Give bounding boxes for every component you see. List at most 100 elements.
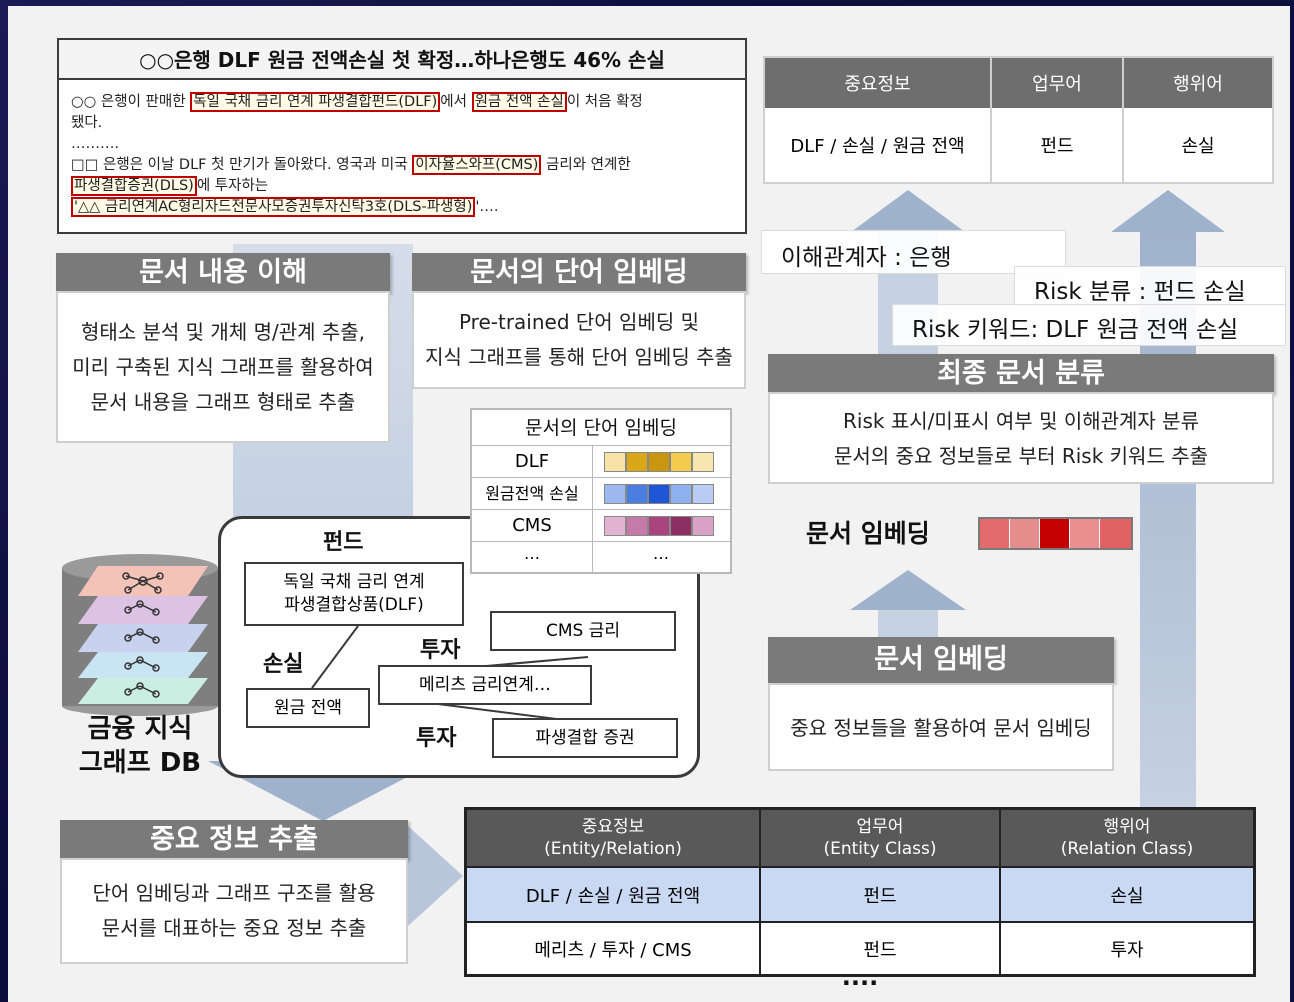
table-cell: 펀드 (863, 885, 897, 907)
table-vline (990, 58, 992, 182)
step-document-embedding-body: 중요 정보들을 활용하여 문서 임베딩 (768, 683, 1114, 771)
embedding-word: DLF (514, 451, 550, 472)
desc-line: 형태소 분석 및 개체 명/관계 추출, (80, 320, 366, 344)
risk-keyword-label-box (892, 304, 1286, 346)
embedding-word: 원금전액 손실 (485, 484, 579, 503)
embedding-cell (648, 484, 670, 504)
graph-node-dlf: 독일 국채 금리 연계 파생결합상품(DLF) (244, 562, 464, 626)
graph-label-fund: 펀드 (323, 530, 364, 555)
news-highlight-fund-name: '△△ 금리연계AC형리자드전문사모증권투자신탁3호(DLS-파생형) (71, 197, 476, 217)
key-info-table-row-highlight (467, 866, 1253, 922)
step-final-classification-title: 최종 문서 분류 (768, 354, 1274, 394)
embedding-vector-dlf (604, 452, 716, 472)
embedding-cell (1010, 519, 1040, 548)
step-final-classification-body: Risk 표시/미표시 여부 및 이해관계자 분류 문서의 중요 정보들로 부터… (768, 392, 1274, 484)
news-text: □□ 은행은 이날 DLF 첫 만기가 돌아왔다. 영국과 미국 (71, 157, 413, 173)
table-cell: 손실 (1181, 136, 1215, 157)
embedding-cell (1070, 519, 1100, 548)
table-continuation-dots: ···· (841, 969, 879, 997)
embedding-cell (604, 484, 626, 504)
embedding-cell (692, 484, 714, 504)
embedding-cell (604, 452, 626, 472)
news-text: ○○ 은행이 판매한 (71, 94, 191, 110)
top-column-header-action-term: 행위어 (1173, 74, 1223, 95)
db-label-line: 금융 지식 (87, 714, 193, 744)
step-document-understanding-body: 형태소 분석 및 개체 명/관계 추출, 미리 구축된 지식 그래프를 활용하여… (56, 291, 390, 443)
header-line: 업무어 (856, 817, 904, 837)
stakeholder-label: 이해관계자 : 은행 (781, 245, 952, 271)
knowledge-graph-db-icon (62, 554, 218, 716)
table-vline (1122, 58, 1124, 182)
embedding-cell (980, 519, 1010, 548)
flow-arrow-right-up-head-2 (1111, 190, 1225, 232)
news-text: 에 투자하는 (196, 178, 269, 194)
embedding-row-2: 원금전액 손실 (472, 478, 730, 510)
risk-keyword-label: Risk 키워드: DLF 원금 전액 손실 (912, 317, 1239, 343)
table-cell: 손실 (1110, 885, 1144, 907)
flow-arrow-doc-embed-up-head (850, 570, 966, 610)
column-header-key-info: 중요정보 (Entity/Relation) (467, 810, 759, 866)
embedding-cell (626, 484, 648, 504)
embedding-cell (692, 452, 714, 472)
news-article-box: ○○은행 DLF 원금 전액손실 첫 확정…하나은행도 46% 손실 ○○ 은행… (57, 38, 747, 234)
table-cell: DLF / 손실 / 원금 전액 (790, 136, 965, 157)
graph-node-line: 파생결합상품(DLF) (284, 595, 424, 615)
step-word-embedding-body: Pre-trained 단어 임베딩 및 지식 그래프를 통해 단어 임베딩 추… (412, 291, 746, 389)
embedding-row-1: DLF (472, 446, 730, 478)
header-line: 행위어 (1103, 817, 1151, 837)
embedding-row-3: CMS (472, 510, 730, 542)
document-embedding-label: 문서 임베딩 (806, 519, 930, 548)
news-text: ………. (71, 136, 120, 152)
key-info-table-header (467, 810, 1253, 866)
header-line: (Entity/Relation) (544, 839, 682, 859)
step-word-embedding-title: 문서의 단어 임베딩 (412, 253, 746, 293)
news-highlight-dls: 파생결합증권(DLS) (71, 176, 197, 196)
embedding-cell (692, 516, 714, 536)
graph-node-line: 독일 국채 금리 연계 (283, 572, 425, 592)
table-cell: DLF / 손실 / 원금 전액 (525, 885, 701, 907)
knowledge-db-label: 금융 지식 그래프 DB (60, 712, 220, 780)
news-text: '…. (475, 199, 499, 215)
news-text: 됐다. (71, 115, 103, 131)
desc-line: Pre-trained 단어 임베딩 및 (458, 310, 700, 334)
flow-arrow-doc-embed-up-shaft (878, 606, 938, 642)
step-key-info-extraction-body: 단어 임베딩과 그래프 구조를 활용 문서를 대표하는 중요 정보 추출 (60, 858, 408, 964)
column-header-action-term: 행위어 (Relation Class) (1001, 810, 1253, 866)
table-cell: 메리츠 / 투자 / CMS (534, 939, 692, 961)
embedding-more: … (653, 544, 669, 563)
news-text: 에서 (440, 94, 472, 110)
step-key-info-extraction-title: 중요 정보 추출 (60, 820, 408, 860)
desc-line: 단어 임베딩과 그래프 구조를 활용 (92, 881, 376, 905)
embedding-word: … (524, 544, 540, 563)
desc-line: 중요 정보들을 활용하여 문서 임베딩 (790, 716, 1092, 740)
embedding-cell (670, 484, 692, 504)
table-cell: 펀드 (1040, 136, 1074, 157)
header-line: (Relation Class) (1060, 839, 1194, 859)
embedding-cell (626, 516, 648, 536)
embedding-cell (670, 516, 692, 536)
desc-line: 지식 그래프를 통해 단어 임베딩 추출 (425, 345, 733, 369)
table-cell: 투자 (1110, 939, 1144, 961)
news-highlight-principal-loss: 원금 전액 손실 (471, 92, 567, 112)
news-text: 금리와 연계한 (541, 157, 631, 173)
news-highlight-dlf: 독일 국채 금리 연계 파생결합펀드(DLF) (190, 92, 441, 112)
word-embedding-table: 문서의 단어 임베딩 DLF 원금전액 손실 CMS (470, 408, 732, 574)
news-body: ○○ 은행이 판매한 독일 국채 금리 연계 파생결합펀드(DLF)에서 원금 … (71, 92, 741, 218)
table-vline (999, 810, 1001, 974)
column-header-business-term: 업무어 (Entity Class) (761, 810, 999, 866)
graph-node-cms: CMS 금리 (490, 611, 676, 651)
header-line: (Entity Class) (823, 839, 937, 859)
news-highlight-cms: 이자율스와프(CMS) (412, 155, 542, 175)
desc-line: 문서 내용을 그래프 형태로 추출 (90, 390, 356, 414)
embedding-row-4: … … (472, 542, 730, 572)
table-hline (467, 866, 1253, 868)
graph-label-invest-2: 투자 (416, 726, 457, 751)
step-document-understanding-title: 문서 내용 이해 (56, 253, 390, 293)
top-column-header-key-info: 중요정보 (844, 74, 911, 95)
key-info-table: 중요정보 (Entity/Relation) 업무어 (Entity Class… (464, 807, 1256, 977)
embedding-cell (648, 516, 670, 536)
embedding-cell (1100, 519, 1131, 548)
news-title: ○○은행 DLF 원금 전액손실 첫 확정…하나은행도 46% 손실 (59, 40, 745, 80)
embedding-table-title: 문서의 단어 임베딩 (472, 410, 730, 446)
flow-arrow-right-up-head-1 (851, 190, 965, 232)
